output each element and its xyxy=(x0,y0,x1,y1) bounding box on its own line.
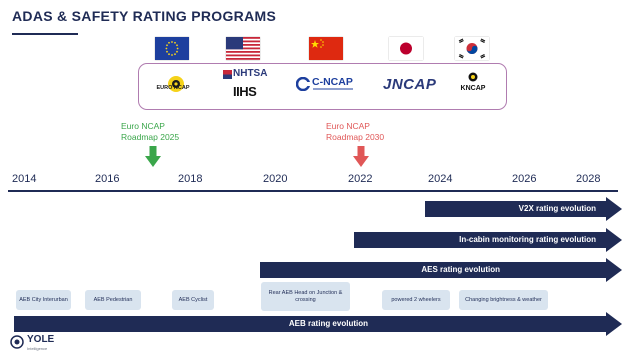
cncap-logo: C-NCAP xyxy=(296,75,358,93)
euro-ncap-roadmap-2030-label: Euro NCAP Roadmap 2030 xyxy=(326,121,384,143)
euro-ncap-logo: EURO NCAP xyxy=(148,74,198,100)
korea-flag-icon xyxy=(455,37,489,60)
aes-arrow-head-icon xyxy=(606,258,622,282)
kncap-logo: KNCAP xyxy=(455,72,491,98)
kncap-logo-text: KNCAP xyxy=(460,85,486,92)
year-label-2020: 2020 xyxy=(263,173,288,185)
aeb-city-step: AEB City Interurban xyxy=(16,290,71,310)
year-label-2018: 2018 xyxy=(178,173,203,185)
year-label-2022: 2022 xyxy=(348,173,373,185)
aeb-arrow: AEB rating evolution xyxy=(14,316,608,332)
cncap-logo-text: C-NCAP xyxy=(312,76,353,88)
year-label-2014: 2014 xyxy=(12,173,37,185)
iihs-logo: IIHS xyxy=(233,84,257,99)
nhtsa-logo: NHTSA xyxy=(223,68,279,82)
green-down-arrow-icon xyxy=(145,146,161,167)
changing-brightness-step: Changing brightness & weather xyxy=(459,290,548,310)
year-label-2024: 2024 xyxy=(428,173,453,185)
in-cabin-arrow-head-icon xyxy=(606,228,622,252)
yole-brand-tagline: Intelligence xyxy=(27,346,48,351)
eu-flag-icon xyxy=(155,37,189,60)
jncap-logo: JNCAP xyxy=(383,76,437,93)
aeb-arrow-head-icon xyxy=(606,312,622,336)
china-flag-icon xyxy=(309,37,343,60)
v2x-arrow-head-icon xyxy=(606,197,622,221)
roadmap-2025-line-1: Euro NCAP xyxy=(121,121,165,131)
nhtsa-logo-text: NHTSA xyxy=(233,68,268,79)
powered-2-wheelers-step: powered 2 wheelers xyxy=(382,290,450,310)
japan-flag-icon xyxy=(389,37,423,60)
euro-ncap-logo-text: EURO NCAP xyxy=(156,85,190,91)
page-title: ADAS & SAFETY RATING PROGRAMS xyxy=(12,8,277,24)
year-label-2016: 2016 xyxy=(95,173,120,185)
cncap-logo-subline xyxy=(313,88,353,90)
yole-logo-icon xyxy=(10,335,24,349)
roadmap-2030-line-2: Roadmap 2030 xyxy=(326,132,385,142)
rating-program-logos-box xyxy=(138,63,507,110)
v2x-arrow: V2X rating evolution xyxy=(425,201,608,217)
aes-arrow: AES rating evolution xyxy=(260,262,608,278)
year-label-2026: 2026 xyxy=(512,173,537,185)
title-underline xyxy=(12,33,78,35)
roadmap-2025-line-2: Roadmap 2025 xyxy=(121,132,180,142)
aeb-cyclist-step: AEB Cyclist xyxy=(172,290,214,310)
red-down-arrow-icon xyxy=(353,146,369,167)
euro-ncap-roadmap-2025-label: Euro NCAP Roadmap 2025 xyxy=(121,121,179,143)
year-label-2028: 2028 xyxy=(576,173,601,185)
in-cabin-arrow: In-cabin monitoring rating evolution xyxy=(354,232,608,248)
timeline-axis xyxy=(8,190,618,192)
yole-brand-name: YOLE xyxy=(27,334,55,345)
roadmap-2030-line-1: Euro NCAP xyxy=(326,121,370,131)
usa-flag-icon xyxy=(226,37,260,60)
aeb-pedestrian-step: AEB Pedestrian xyxy=(85,290,141,310)
rear-aeb-step: Rear AEB Head on Junction & crossing xyxy=(261,282,350,311)
